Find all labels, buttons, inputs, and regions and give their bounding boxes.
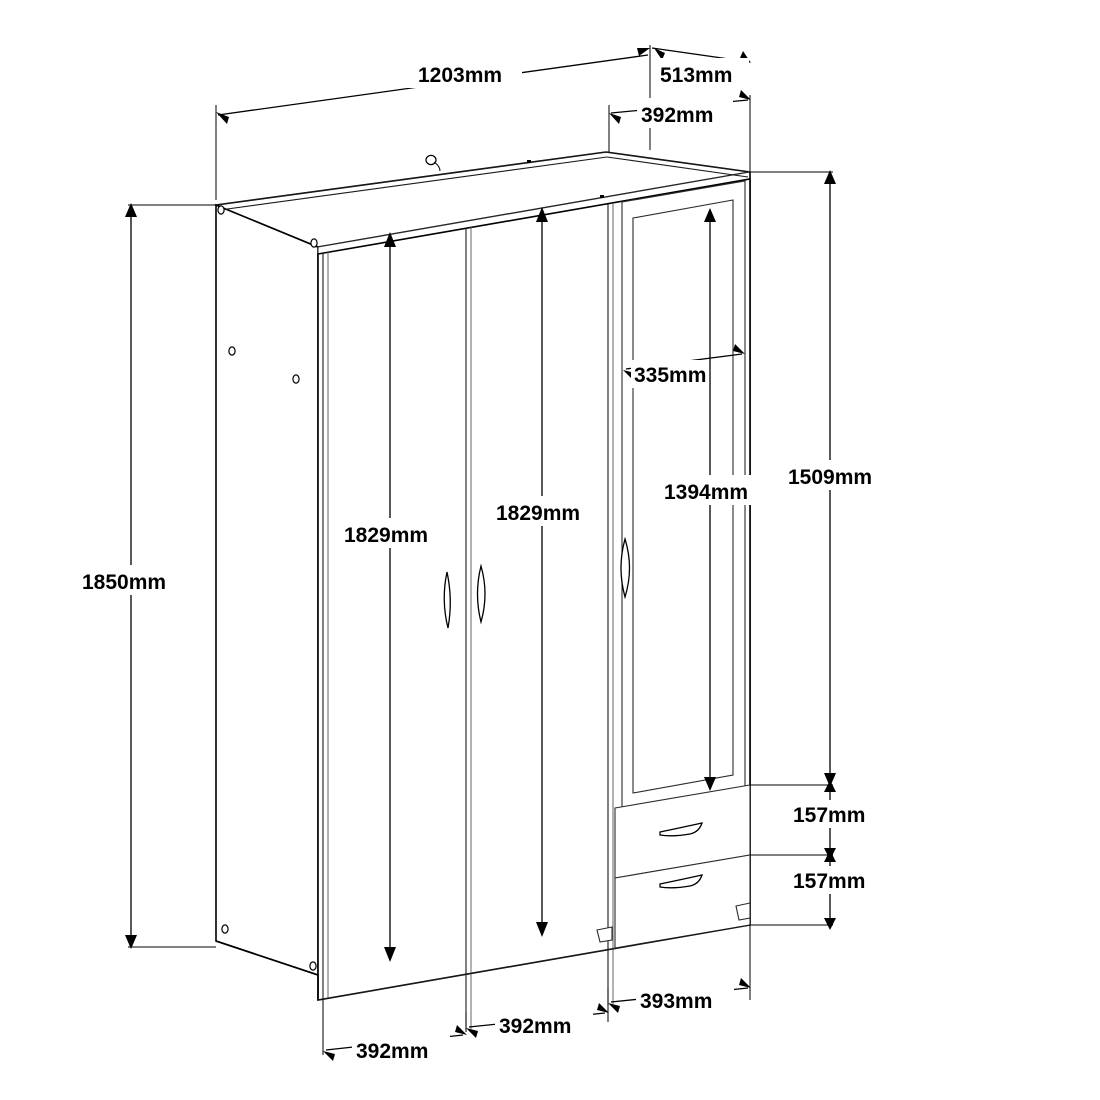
dimension-top-depth: 392mm (608, 90, 751, 172)
left-side-panel (215, 203, 319, 977)
dimension-mirror-width: 335mm (623, 344, 745, 388)
dim-label-1203: 1203mm (418, 64, 502, 87)
top-panel-right-edge-inner (606, 156, 749, 178)
dimension-door-middle-height: 1829mm (492, 207, 604, 937)
top-panel-back-edge (215, 151, 607, 206)
foot-front-mid (596, 926, 613, 943)
dim-label-392-left: 392mm (356, 1040, 428, 1063)
dim-label-1829-middle: 1829mm (496, 502, 580, 525)
dim-label-392-depth: 392mm (641, 104, 713, 127)
dowel-hole-left-upper (228, 346, 236, 356)
dim-label-335: 335mm (634, 364, 706, 387)
dim-label-1850: 1850mm (82, 571, 166, 594)
dot-marker-top-b (600, 195, 604, 198)
dimension-overall-depth: 513mm (649, 45, 751, 172)
dim-label-1394: 1394mm (664, 481, 748, 504)
handle-drawer-lower[interactable] (659, 874, 703, 889)
dim-label-1829-left: 1829mm (344, 524, 428, 547)
handle-door-middle-b[interactable] (476, 563, 486, 625)
wardrobe-body (212, 151, 751, 1030)
dim-label-157-lower: 157mm (793, 870, 865, 893)
handle-door-middle-a[interactable] (443, 571, 451, 629)
handle-door-right[interactable] (620, 536, 631, 600)
bottom-left-edge (215, 940, 319, 1000)
dimension-door-right-width: 393mm (607, 925, 751, 1013)
foot-front-right (735, 902, 751, 921)
dimension-drawer-upper-height: 157mm (750, 780, 882, 860)
dimension-overall-width: 1203mm (215, 45, 651, 200)
dowel-hole-top-left (217, 205, 225, 215)
top-panel-right-edge (605, 151, 751, 173)
dimension-door-left-width: 392mm (322, 999, 467, 1063)
dot-marker-top-a (527, 160, 531, 163)
dim-label-393: 393mm (640, 990, 712, 1013)
dowel-hole-left-lower (221, 924, 229, 934)
dowel-hole-top-left-2 (310, 238, 318, 248)
dimension-door-left-height: 1829mm (340, 232, 452, 962)
top-panel-back-edge-inner (219, 156, 608, 211)
bottom-front-edge (317, 924, 751, 1001)
dowel-hole-left-lower-2 (309, 961, 317, 971)
dim-label-513: 513mm (660, 64, 732, 87)
cam-fitting-top (425, 154, 441, 172)
dimension-door-middle-width: 392mm (465, 988, 609, 1038)
dowel-hole-left-upper-2 (292, 374, 300, 384)
dim-label-157-upper: 157mm (793, 804, 865, 827)
dimension-mirror-height: 1394mm (661, 208, 773, 791)
dimension-right-height: 1509mm (750, 170, 890, 787)
dimension-drawer-lower-height: 157mm (750, 850, 882, 930)
dimension-overall-height: 1850mm (78, 203, 216, 949)
dim-label-1509: 1509mm (788, 466, 872, 489)
dim-label-392-middle: 392mm (499, 1015, 571, 1038)
handle-drawer-upper[interactable] (659, 822, 703, 837)
